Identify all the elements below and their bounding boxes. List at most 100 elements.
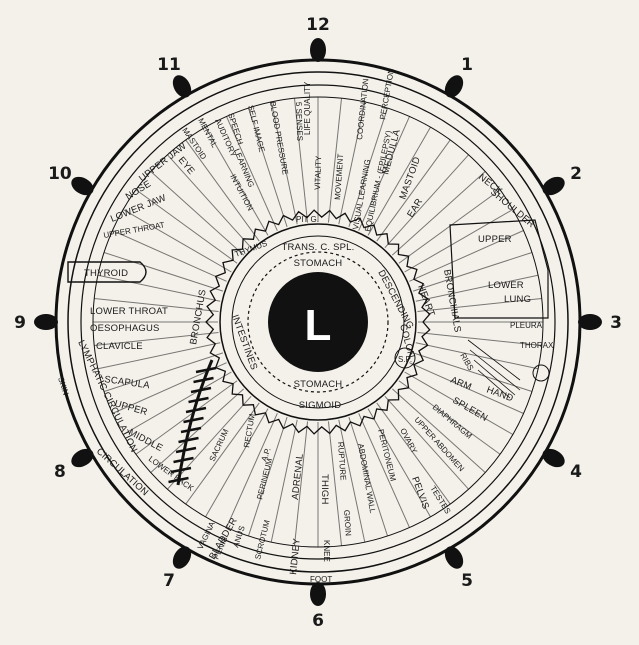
zone-sigmoid: SIGMOID xyxy=(299,400,342,411)
spine-illustration xyxy=(168,359,217,486)
clock-marker: 4 xyxy=(542,448,582,482)
zone-divider xyxy=(348,416,389,537)
zone-divider xyxy=(112,230,227,282)
clock-marker: 8 xyxy=(54,448,94,482)
zone-divider xyxy=(348,107,389,228)
zone-divider xyxy=(327,421,343,546)
zone-divider xyxy=(150,388,245,473)
clock-marker: 12 xyxy=(306,15,330,62)
zone-knee: KNEE xyxy=(322,540,331,562)
clock-drop-icon xyxy=(172,75,192,98)
zone-thyroid: THYROID xyxy=(84,268,128,279)
vertebra xyxy=(193,376,214,384)
zone-divider xyxy=(167,395,252,490)
clock-drop-icon xyxy=(542,448,565,468)
zone-divider xyxy=(398,380,501,455)
clock-number: 1 xyxy=(461,55,473,75)
clock-drop-icon xyxy=(444,75,464,98)
zone-oesophagus: OESOPHAGUS xyxy=(90,323,160,334)
zone-divider xyxy=(417,331,542,347)
zone-divider xyxy=(412,352,533,393)
zone-divider xyxy=(384,154,469,249)
vertebra xyxy=(170,466,192,474)
clock-number: 9 xyxy=(14,313,26,333)
clock-number: 5 xyxy=(461,571,473,591)
vertebra xyxy=(180,426,202,434)
zone-divider xyxy=(150,171,245,256)
vertebra xyxy=(188,396,209,404)
zone-divider xyxy=(398,189,501,264)
zone-vitality: VITALITY xyxy=(313,155,323,190)
zone-divider xyxy=(404,371,514,435)
clock-marker: 11 xyxy=(157,55,192,98)
clock-number: 2 xyxy=(570,164,582,184)
zone-divider xyxy=(376,139,451,242)
zone-stomach-bottom: STOMACH xyxy=(294,379,343,390)
clock-marker: 5 xyxy=(444,546,473,591)
zone-kidney: KIDNEY xyxy=(288,537,303,575)
zone-divider xyxy=(122,371,232,435)
clock-drop-icon xyxy=(34,314,58,330)
zone-divider xyxy=(247,416,288,537)
zone-divider xyxy=(358,413,410,528)
zone-divider xyxy=(94,297,219,313)
zone-divider xyxy=(327,98,343,223)
zone-divider xyxy=(270,101,298,225)
zone-divider xyxy=(135,380,238,455)
clock-marker: 6 xyxy=(310,582,326,631)
clock-number: 11 xyxy=(157,55,181,75)
zone-lower-lung-2: LUNG xyxy=(504,294,531,305)
zone-life-quality: LIFE QUALITY xyxy=(303,81,312,135)
zone-divider xyxy=(338,101,366,225)
zone-divider xyxy=(226,116,278,231)
zone-divider xyxy=(409,230,524,282)
zone-divider xyxy=(409,362,524,414)
clock-drop-icon xyxy=(444,546,464,569)
zone-rupture: RUPTURE xyxy=(336,442,348,481)
zone-sp: S.P. xyxy=(398,355,412,364)
zone-divider xyxy=(338,419,366,543)
vertebra xyxy=(183,416,204,424)
clock-marker: 10 xyxy=(48,164,94,196)
zone-divider xyxy=(376,402,451,505)
clock-drop-icon xyxy=(578,314,602,330)
collarette xyxy=(205,209,431,435)
vertebra xyxy=(178,436,199,444)
zone-divider xyxy=(167,154,252,249)
clock-number: 3 xyxy=(610,313,622,333)
zone-divider xyxy=(97,342,221,370)
zone-divider xyxy=(226,413,278,528)
zone-upper-lung: UPPER xyxy=(478,234,512,245)
zone-foot: FOOT xyxy=(310,575,332,584)
zone-divider xyxy=(412,251,533,292)
zone-divider xyxy=(404,209,514,273)
zone-divider xyxy=(247,107,288,228)
zone-divider xyxy=(122,209,232,273)
zone-divider xyxy=(293,421,309,546)
zone-trans-colon: TRANS. C. SPL. xyxy=(281,242,354,253)
vertebra xyxy=(190,386,212,394)
clock-marker: 1 xyxy=(444,55,473,98)
zone-clavicle: CLAVICLE xyxy=(96,341,143,352)
zone-lower-lung-1: LOWER xyxy=(488,280,524,291)
zone-divider xyxy=(415,274,539,302)
pupil-label: L xyxy=(305,301,332,350)
zone-senses: 5 SENSES xyxy=(294,102,304,141)
zone-divider xyxy=(358,116,410,231)
clock-number: 7 xyxy=(163,571,175,591)
vertebra xyxy=(173,456,194,464)
zone-divider xyxy=(94,331,219,347)
zone-divider xyxy=(185,139,260,242)
pupil: L xyxy=(268,272,368,372)
vertebra xyxy=(175,446,197,454)
zone-movement: MOVEMENT xyxy=(333,153,345,200)
clock-marker: 7 xyxy=(163,546,192,591)
zone-pit: PIT G. xyxy=(296,215,319,224)
clock-number: 10 xyxy=(48,164,72,184)
zone-divider xyxy=(97,274,221,302)
vertebra xyxy=(168,476,189,484)
zone-thigh: THIGH xyxy=(319,474,330,505)
zone-groin: GROIN xyxy=(342,510,353,537)
clock-number: 6 xyxy=(312,611,324,631)
